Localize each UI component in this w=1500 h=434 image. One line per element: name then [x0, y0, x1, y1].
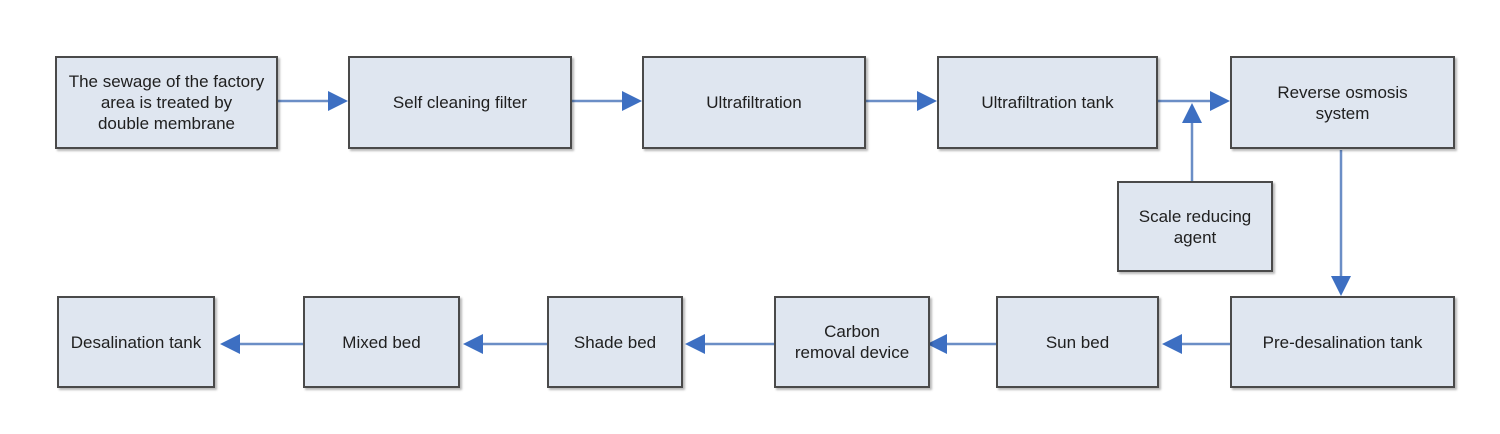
arrowhead-self-cleaning-filter: [328, 91, 348, 111]
node-shade-bed-label: Shade bed: [573, 332, 657, 352]
arrowhead-ultrafiltration-tank: [917, 91, 937, 111]
arrowhead-shade-bed: [685, 334, 705, 354]
node-scale-reducing-agent: Scale reducing agent: [1117, 181, 1273, 272]
arrowhead-desalination-tank: [220, 334, 240, 354]
node-sewage-label: The sewage of the factory area is treate…: [68, 72, 265, 133]
node-pre-desalination-tank: Pre-desalination tank: [1230, 296, 1455, 388]
node-reverse-osmosis-label: Reverse osmosis system: [1277, 82, 1408, 123]
node-carbon-removal: Carbon removal device: [774, 296, 930, 388]
node-self-cleaning-filter: Self cleaning filter: [348, 56, 572, 149]
node-sun-bed: Sun bed: [996, 296, 1159, 388]
arrowhead-reverse-osmosis: [1210, 91, 1230, 111]
arrowhead-pre-desalination-tank: [1331, 276, 1351, 296]
node-ultrafiltration-label: Ultrafiltration: [706, 93, 802, 112]
arrowhead-ultrafiltration: [622, 91, 642, 111]
node-reverse-osmosis: Reverse osmosis system: [1230, 56, 1455, 149]
arrowhead-carbon-removal: [927, 334, 947, 354]
arrowhead-scale-reducing-agent: [1182, 103, 1202, 123]
node-ultrafiltration-tank: Ultrafiltration tank: [937, 56, 1158, 149]
node-ultrafiltration: Ultrafiltration: [642, 56, 866, 149]
node-sun-bed-label: Sun bed: [1045, 332, 1110, 352]
node-sewage: The sewage of the factory area is treate…: [55, 56, 278, 149]
node-mixed-bed-label: Mixed bed: [342, 332, 421, 352]
node-carbon-removal-label: Carbon removal device: [794, 322, 910, 362]
node-desalination-tank: Desalination tank: [57, 296, 215, 388]
node-shade-bed: Shade bed: [547, 296, 683, 388]
node-ultrafiltration-tank-label: Ultrafiltration tank: [981, 93, 1114, 112]
arrowhead-sun-bed: [1162, 334, 1182, 354]
node-scale-reducing-agent-label: Scale reducing agent: [1138, 206, 1252, 247]
node-mixed-bed: Mixed bed: [303, 296, 460, 388]
node-pre-desalination-tank-label: Pre-desalination tank: [1262, 332, 1423, 352]
arrowhead-mixed-bed: [463, 334, 483, 354]
node-desalination-tank-label: Desalination tank: [70, 332, 202, 352]
node-self-cleaning-filter-label: Self cleaning filter: [392, 93, 528, 112]
